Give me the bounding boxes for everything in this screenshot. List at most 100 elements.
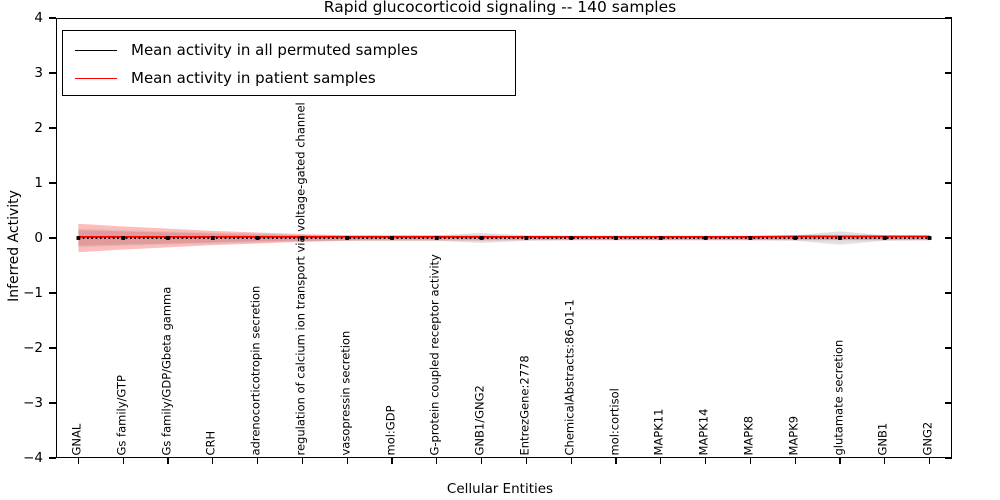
- y-axis-tick-mark: [49, 402, 56, 404]
- y-axis-tick-mark-right: [945, 402, 952, 404]
- y-axis-tick-label: 4: [34, 10, 43, 26]
- x-axis-tick-mark: [525, 458, 528, 464]
- chart-title: Rapid glucocorticoid signaling -- 140 sa…: [323, 0, 677, 16]
- x-axis-tick-label: mol:cortisol: [607, 387, 621, 455]
- x-axis-tick-mark: [212, 458, 214, 464]
- permuted-mean-marker: [614, 236, 618, 240]
- y-axis-tick-label: −1: [23, 285, 43, 301]
- y-axis-tick-mark: [49, 17, 56, 19]
- x-axis-tick-mark: [794, 458, 796, 464]
- x-axis-tick-mark: [167, 458, 169, 464]
- y-axis-tick-label: −2: [23, 340, 43, 356]
- x-axis-tick-mark: [884, 458, 886, 464]
- legend-item: Mean activity in all permuted samples: [63, 36, 515, 64]
- permuted-mean-marker: [166, 236, 170, 240]
- x-axis-title: Cellular Entities: [446, 481, 554, 497]
- x-axis-tick-label: EntrezGene:2778: [517, 354, 532, 455]
- permuted-mean-marker: [793, 236, 798, 240]
- y-axis-tick-label: −4: [23, 450, 43, 466]
- permuted-mean-marker: [479, 236, 484, 240]
- x-axis-tick-mark: [928, 458, 931, 464]
- x-axis-tick-label: GNG2: [920, 421, 935, 455]
- y-axis-tick-mark-right: [945, 292, 952, 294]
- x-axis-tick-label: G-protein coupled receptor activity: [427, 253, 442, 455]
- y-axis-tick-mark-right: [945, 127, 952, 129]
- x-axis-tick-label: mol:GDP: [383, 404, 397, 455]
- x-axis-tick-label: GNAL: [69, 423, 84, 455]
- y-axis-tick-label: 1: [34, 175, 43, 191]
- x-axis-tick-mark: [77, 458, 80, 464]
- x-axis-tick-mark: [436, 458, 438, 464]
- y-axis-tick-mark-right: [945, 237, 952, 239]
- x-axis-tick-label: glutamate secretion: [831, 339, 845, 455]
- legend-item: Mean activity in patient samples: [63, 64, 515, 92]
- x-axis-tick-label: vasopressin secretion: [338, 330, 353, 455]
- y-axis-tick-mark: [49, 72, 56, 74]
- x-axis-tick-mark: [570, 458, 572, 464]
- legend-swatch-patient: [75, 77, 117, 79]
- y-axis-tick-label: −3: [23, 395, 43, 411]
- x-axis-tick-mark: [391, 458, 393, 464]
- x-axis-tick-label: adrenocorticotropin secretion: [248, 285, 263, 455]
- x-axis-tick-mark: [301, 458, 304, 464]
- y-axis-title: Inferred Activity: [6, 190, 22, 302]
- x-axis-tick-label: GNB1/GNG2: [472, 384, 487, 455]
- y-axis-tick-mark-right: [945, 182, 952, 184]
- y-axis-tick-label: 3: [34, 65, 43, 81]
- x-axis-tick-mark: [256, 458, 259, 464]
- permuted-mean-marker: [390, 236, 394, 240]
- legend-label-permuted: Mean activity in all permuted samples: [131, 41, 418, 59]
- y-axis-tick-mark: [49, 237, 56, 239]
- x-axis-tick-label: MAPK9: [786, 415, 801, 455]
- x-axis-tick-mark: [749, 458, 752, 464]
- permuted-mean-marker: [345, 236, 350, 240]
- y-axis-tick-mark: [49, 457, 56, 459]
- x-axis-tick-mark: [346, 458, 348, 464]
- permuted-mean-marker: [748, 236, 753, 240]
- x-axis-tick-label: MAPK8: [741, 415, 756, 455]
- permuted-mean-marker: [882, 236, 887, 240]
- legend-swatch-permuted: [75, 49, 117, 51]
- x-axis-tick-mark: [839, 458, 841, 464]
- x-axis-tick-mark: [615, 458, 617, 464]
- x-axis-tick-label: Gs family/GDP/Gbeta gamma: [159, 286, 173, 455]
- permuted-mean-marker: [524, 236, 529, 240]
- permuted-mean-marker: [255, 236, 260, 240]
- x-axis-tick-label: Gs family/GTP: [114, 374, 129, 455]
- plot-area: [56, 18, 952, 458]
- y-axis-tick-mark: [49, 182, 56, 184]
- x-axis-tick-mark: [704, 458, 707, 464]
- y-axis-tick-mark: [49, 292, 56, 294]
- permuted-mean-marker: [927, 236, 932, 240]
- patient-mean-line: [78, 235, 930, 238]
- x-axis-tick-label: MAPK11: [651, 408, 666, 455]
- y-axis-tick-mark: [49, 347, 56, 349]
- x-axis-tick-label: MAPK14: [696, 408, 711, 455]
- y-axis-tick-label: 0: [34, 230, 43, 246]
- x-axis-tick-mark: [480, 458, 483, 464]
- permuted-confidence-band: [78, 228, 930, 248]
- y-axis-tick-label: 2: [34, 120, 43, 136]
- y-axis-tick-mark: [49, 127, 56, 129]
- permuted-mean-marker: [300, 236, 305, 240]
- x-axis-tick-mark: [122, 458, 124, 464]
- permuted-mean-marker: [569, 236, 574, 240]
- y-axis-tick-mark-right: [945, 457, 952, 459]
- x-axis-tick-mark: [660, 458, 662, 464]
- permuted-mean-marker: [658, 236, 663, 240]
- y-axis-tick-mark-right: [945, 72, 952, 74]
- x-axis-tick-label: GNB1: [875, 422, 890, 455]
- y-axis-tick-mark-right: [945, 17, 952, 19]
- x-axis-tick-label: ChemicalAbstracts:86-01-1: [562, 298, 577, 455]
- permuted-mean-marker: [210, 236, 215, 240]
- patient-confidence-band-inner: [78, 230, 930, 246]
- permuted-mean-marker: [76, 236, 81, 240]
- permuted-mean-marker: [703, 236, 708, 240]
- permuted-mean-marker: [434, 236, 439, 240]
- x-axis-tick-label: regulation of calcium ion transport via …: [293, 101, 308, 455]
- legend-box: Mean activity in all permuted samples Me…: [62, 30, 516, 96]
- y-axis-tick-mark-right: [945, 347, 952, 349]
- legend-label-patient: Mean activity in patient samples: [131, 69, 376, 87]
- x-axis-tick-label: CRH: [203, 430, 218, 455]
- series-layer: [76, 223, 932, 253]
